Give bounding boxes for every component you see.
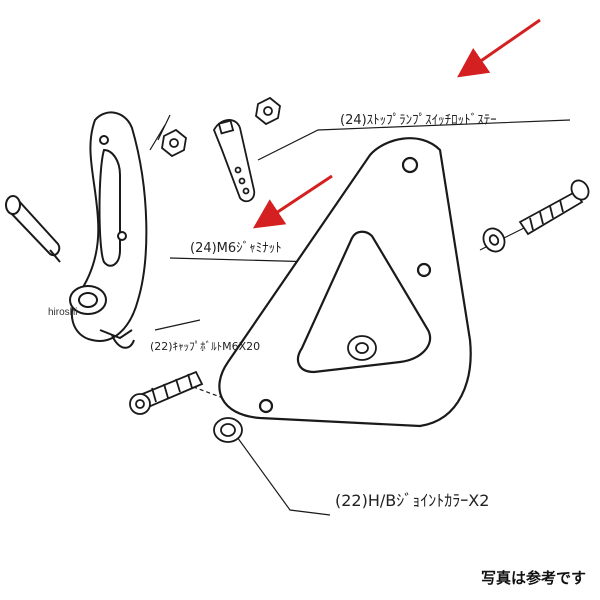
leader-hub xyxy=(154,319,201,331)
red-arrow-middle xyxy=(252,174,333,229)
leader-joint-collar xyxy=(231,429,331,516)
watermark-text: hiroshi xyxy=(48,307,78,318)
stop-lamp-switch-rod-stay xyxy=(213,119,256,203)
pivot-pin xyxy=(5,195,61,263)
label-joint-collar: (22)H/BｼﾞｮｲﾝﾄｶﾗｰX2 xyxy=(335,491,489,510)
hex-nuts xyxy=(161,96,281,158)
leader-dashed-1 xyxy=(179,381,251,409)
brake-pedal-arm xyxy=(69,111,148,349)
cap-bolt xyxy=(129,370,204,415)
right-bolt-assembly xyxy=(482,179,590,253)
leader-stop-lamp-stay xyxy=(257,119,571,161)
reference-photo-caption: 写真は参考です xyxy=(480,569,586,587)
triangular-bracket-plate xyxy=(218,137,472,428)
red-arrow-top xyxy=(457,18,541,78)
label-cap-bolt: (22)ｷｬｯﾌﾟﾎﾞﾙﾄM6X20 xyxy=(150,340,260,353)
joint-collar xyxy=(213,335,377,443)
label-jam-nut: (24)M6ｼﾞｬﾐﾅｯﾄ xyxy=(190,241,282,256)
label-stop-lamp-switch-rod-stay: (24)ｽﾄｯﾌﾟﾗﾝﾌﾟｽｲｯﾁﾛｯﾄﾞｽﾃｰ xyxy=(340,113,497,128)
zigzag-connector xyxy=(149,114,171,151)
